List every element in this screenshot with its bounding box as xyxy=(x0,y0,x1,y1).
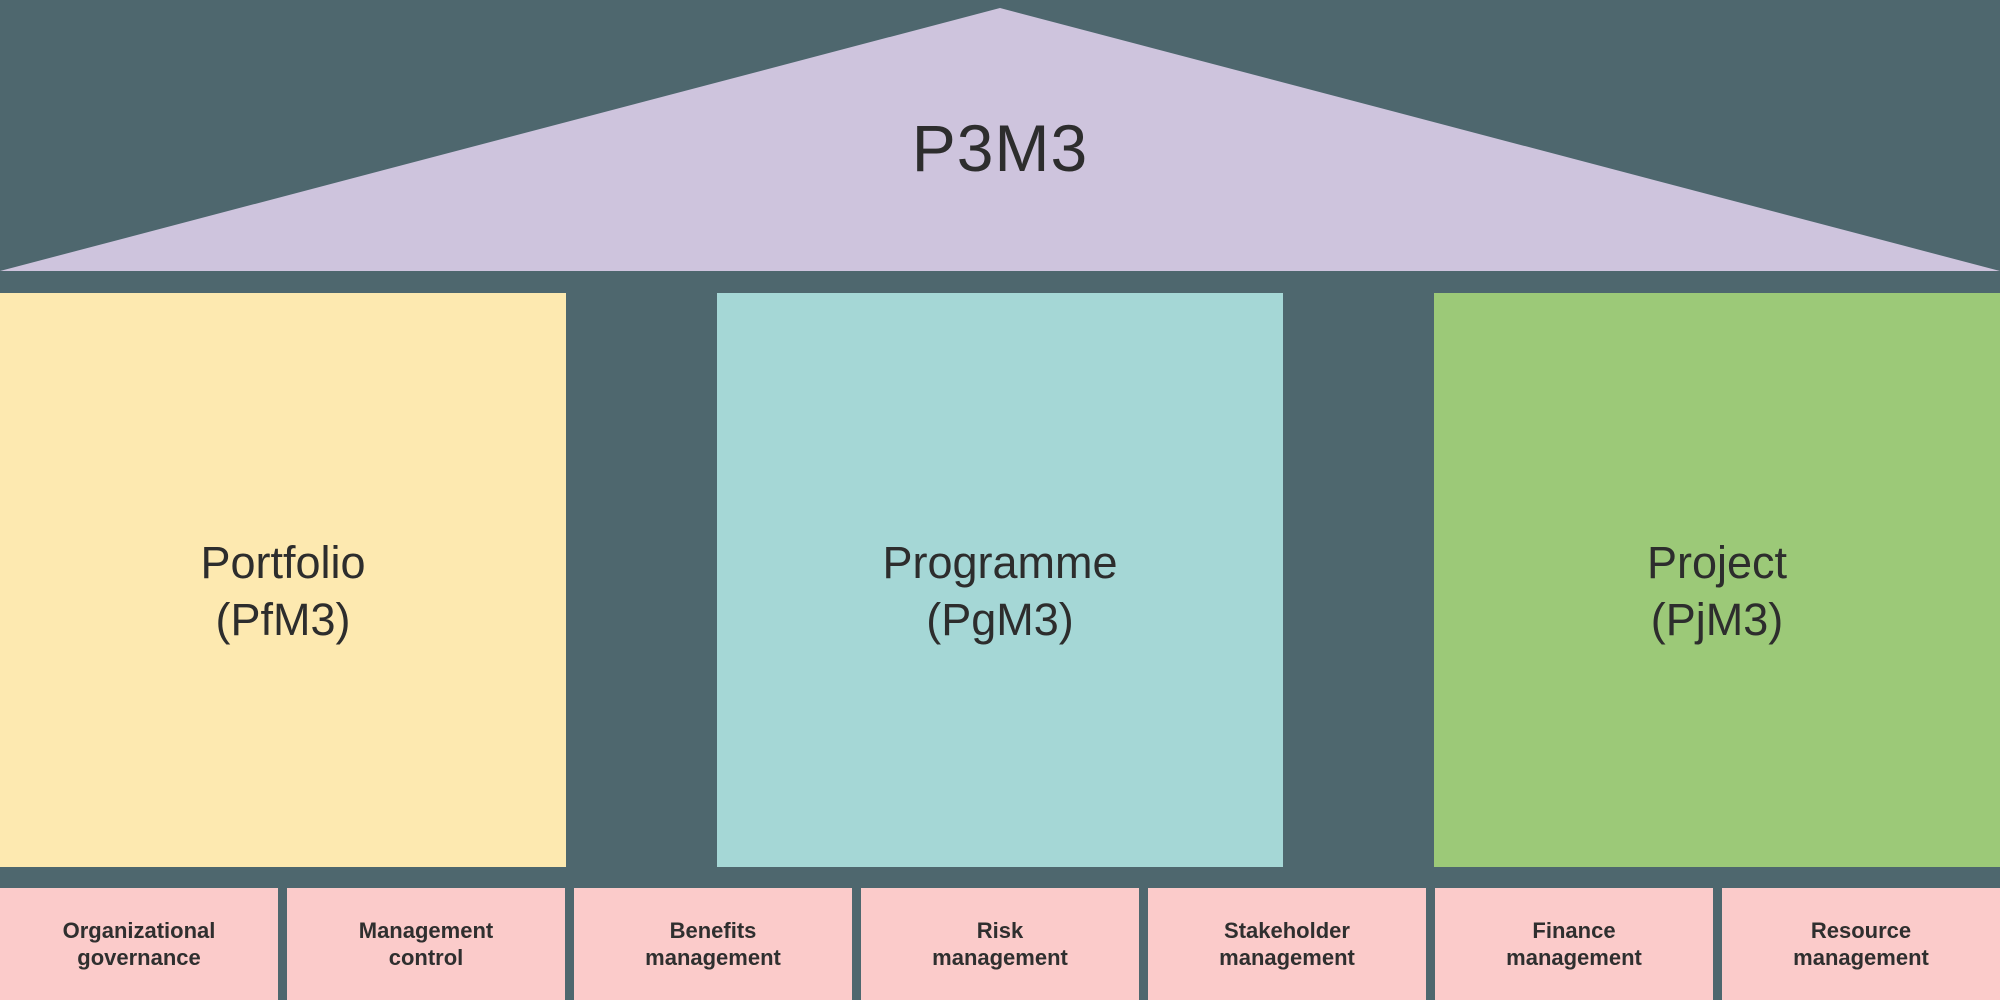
foundation-box-risk-management: Risk management xyxy=(861,888,1139,1000)
pillar-programme: Programme (PgM3) xyxy=(717,293,1283,867)
pillar-portfolio-abbreviation: (PfM3) xyxy=(215,594,351,645)
pillar-project-name: Project xyxy=(1646,537,1788,588)
foundation-label-line2: governance xyxy=(77,945,201,970)
foundation-box-organizational-governance: Organizational governance xyxy=(0,888,278,1000)
foundation-label-line1: Resource xyxy=(1810,918,1912,943)
roof-triangle xyxy=(0,8,2000,271)
foundation-label-line2: management xyxy=(1506,945,1642,970)
foundation-box-resource-management: Resource management xyxy=(1722,888,2000,1000)
foundation-label-line2: management xyxy=(932,945,1068,970)
pillar-project-label: Project (PjM3) xyxy=(1647,512,1787,648)
foundation-label-line2: management xyxy=(645,945,781,970)
pillar-portfolio-name: Portfolio xyxy=(200,537,366,588)
foundation-label-line1: Risk xyxy=(976,918,1024,943)
foundation-label-line1: Benefits xyxy=(669,918,757,943)
foundation-label-line1: Stakeholder xyxy=(1224,918,1350,943)
pillar-project: Project (PjM3) xyxy=(1434,293,2000,867)
foundation-label-line1: Finance xyxy=(1532,918,1616,943)
foundation-label-line2: management xyxy=(1793,945,1929,970)
foundation-box-stakeholder-management: Stakeholder management xyxy=(1148,888,1426,1000)
foundation-label-line2: management xyxy=(1219,945,1355,970)
roof-triangle-shape xyxy=(0,8,2000,271)
pillar-portfolio: Portfolio (PfM3) xyxy=(0,293,566,867)
foundation-label-line1: Management xyxy=(358,918,494,943)
pillar-programme-abbreviation: (PgM3) xyxy=(926,594,1074,645)
foundation-row: Organizational governance Management con… xyxy=(0,888,2000,1000)
foundation-label-line2: control xyxy=(388,945,464,970)
pillar-portfolio-label: Portfolio (PfM3) xyxy=(200,512,365,648)
pillar-programme-label: Programme (PgM3) xyxy=(882,512,1117,648)
foundation-box-management-control: Management control xyxy=(287,888,565,1000)
pillar-project-abbreviation: (PjM3) xyxy=(1650,594,1784,645)
diagram-title: P3M3 xyxy=(911,110,1089,185)
foundation-box-benefits-management: Benefits management xyxy=(574,888,852,1000)
foundation-label-line1: Organizational xyxy=(62,918,216,943)
foundation-box-finance-management: Finance management xyxy=(1435,888,1713,1000)
pillar-programme-name: Programme xyxy=(882,537,1118,588)
